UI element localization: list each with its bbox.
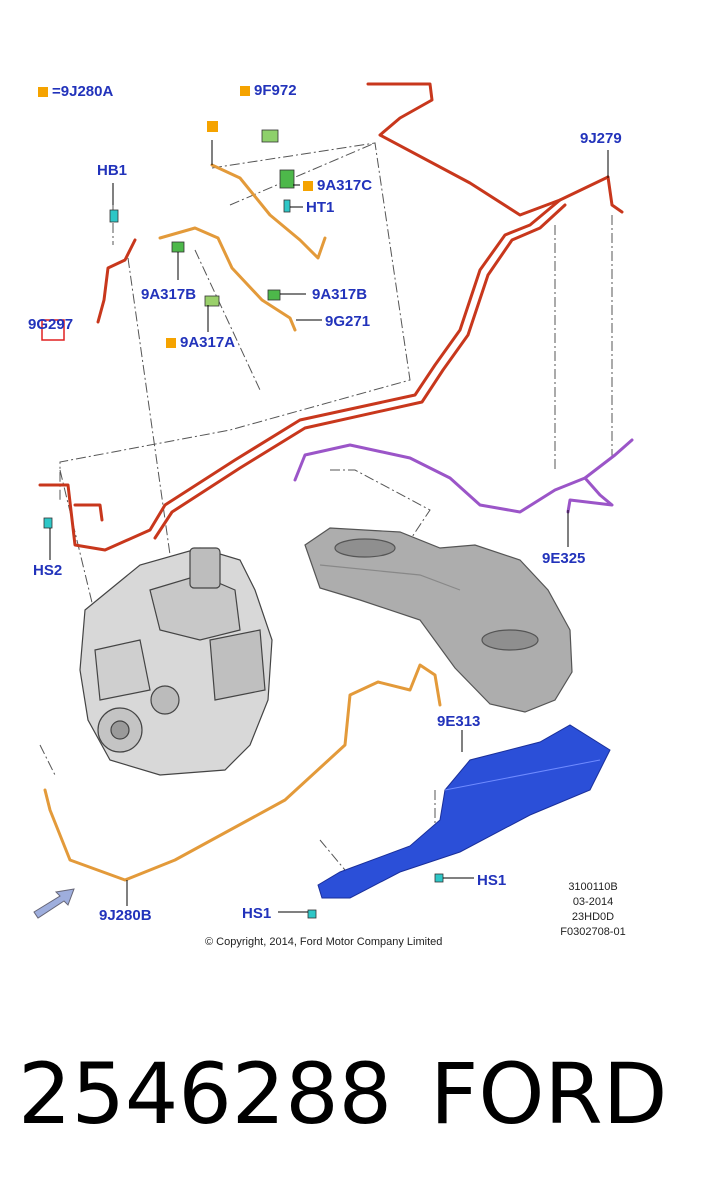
- fuel-line-red: [38, 82, 624, 552]
- drawing-number: 3100110B: [568, 881, 618, 893]
- label-ht1: HT1: [306, 199, 335, 216]
- drawing-code: 23HD0D: [571, 911, 615, 923]
- marker-square: [207, 120, 218, 132]
- engine-block: [79, 547, 273, 776]
- fuel-system-diagram: [33, 82, 634, 919]
- label-9g271: 9G271: [325, 313, 371, 330]
- marker-square: [240, 86, 250, 97]
- front-direction-arrow: [33, 888, 75, 919]
- marker-square: [303, 181, 313, 192]
- label-9j279: 9J279: [580, 130, 622, 147]
- heat-shield: [317, 724, 611, 899]
- upper-tube-orange: [158, 163, 327, 332]
- marker-square: [166, 338, 176, 349]
- label-9a317c: 9A317C: [303, 178, 372, 193]
- drawing-date: 03-2014: [572, 896, 614, 908]
- label-text: 9A317A: [180, 334, 236, 351]
- brand-name: FORD: [430, 1045, 668, 1143]
- label-hs2: HS2: [33, 562, 63, 579]
- label-hs1-left: HS1: [242, 905, 272, 922]
- marker-orange: [207, 118, 222, 133]
- label-9e325: 9E325: [542, 550, 586, 567]
- connector-clips: [43, 129, 444, 919]
- label-9a317a: 9A317A: [166, 335, 235, 350]
- diagram-stage: =9J280A 9F972 9J279 HB1 9A317C HT1 9A317…: [28, 82, 638, 948]
- legend-marker: [38, 87, 48, 98]
- label-9a317b-left: 9A317B: [141, 286, 197, 303]
- drawing-metadata: 3100110B 03-2014 23HD0D F0302708-01: [548, 880, 638, 940]
- drawing-reference: F0302708-01: [560, 926, 626, 938]
- legend-equals: =: [52, 83, 61, 100]
- vapor-line-purple: [293, 438, 634, 514]
- label-text: 9F972: [254, 82, 297, 99]
- label-leaders: [49, 140, 609, 913]
- copyright-notice: © Copyright, 2014, Ford Motor Company Li…: [205, 936, 443, 948]
- fuel-tank: [304, 527, 573, 713]
- part-number: 2546288: [18, 1045, 393, 1143]
- label-9j280b: 9J280B: [99, 907, 152, 924]
- label-9a317b-right: 9A317B: [312, 286, 368, 303]
- label-9f972: 9F972: [240, 83, 297, 98]
- highlight-box: [41, 319, 65, 341]
- label-9e313: 9E313: [437, 713, 481, 730]
- fill-line-orange: [43, 663, 442, 882]
- legend-code: 9J280A: [60, 83, 114, 100]
- label-9g297: 9G297: [28, 316, 74, 333]
- legend-9j280a: =9J280A: [38, 84, 113, 99]
- label-hs1-right: HS1: [477, 872, 507, 889]
- label-text: 9A317C: [317, 177, 373, 194]
- label-hb1: HB1: [97, 162, 128, 179]
